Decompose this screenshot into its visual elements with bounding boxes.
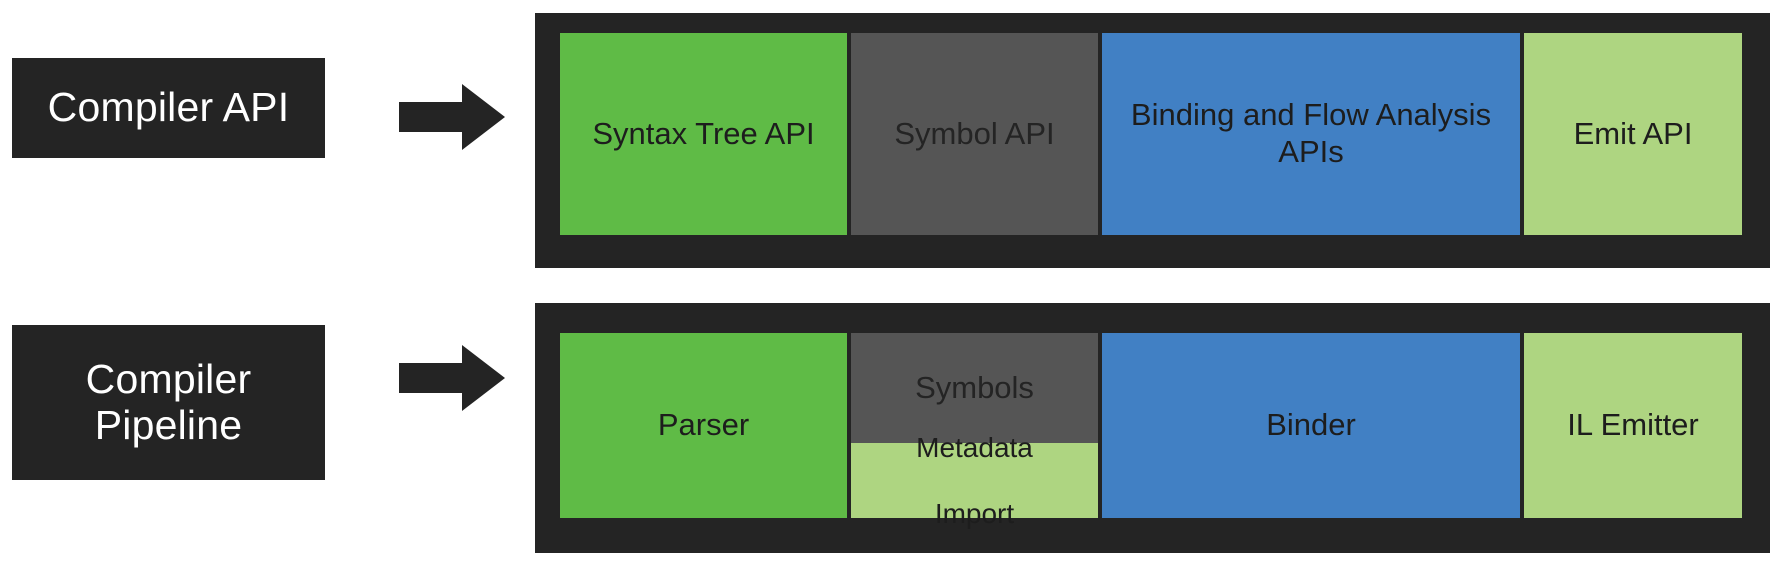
cell-syntax-tree-api[interactable]: Syntax Tree API xyxy=(560,33,847,235)
cell-metadata-import-label: Metadata Import xyxy=(916,431,1033,530)
cell-binding-and-flow-analysis-apis-label: Binding and Flow Analysis APIs xyxy=(1130,97,1492,169)
cell-emit-api[interactable]: Emit API xyxy=(1524,33,1742,235)
cell-parser-label: Parser xyxy=(657,407,750,443)
cell-metadata-import[interactable]: Metadata Import xyxy=(851,432,1098,529)
cell-binder-label: Binder xyxy=(1266,407,1356,443)
compiler-pipeline-label-box: Compiler Pipeline xyxy=(12,325,325,480)
cell-il-emitter[interactable]: IL Emitter xyxy=(1524,333,1742,518)
compiler-api-label-text: Compiler API xyxy=(47,84,290,131)
cell-emit-api-label: Emit API xyxy=(1573,115,1693,151)
cell-metadata-import-line1: Metadata xyxy=(916,431,1033,463)
right-arrow-icon xyxy=(399,84,505,150)
cell-symbol-api-label: Symbol API xyxy=(894,115,1055,151)
cell-syntax-tree-api-label: Syntax Tree API xyxy=(592,115,815,151)
cell-binding-and-flow-analysis-apis[interactable]: Binding and Flow Analysis APIs xyxy=(1102,33,1520,235)
cell-symbols-label: Symbols xyxy=(915,369,1034,405)
cell-binder[interactable]: Binder xyxy=(1102,333,1520,518)
cell-parser[interactable]: Parser xyxy=(560,333,847,518)
cell-symbols[interactable]: Symbols xyxy=(851,333,1098,443)
compiler-pipeline-label-text: Compiler Pipeline xyxy=(76,355,262,449)
compiler-pipeline-label-line1: Compiler xyxy=(85,355,252,402)
compiler-api-label-box: Compiler API xyxy=(12,58,325,158)
compiler-pipeline-label-line2: Pipeline xyxy=(94,401,243,448)
cell-il-emitter-label: IL Emitter xyxy=(1567,407,1699,443)
right-arrow-icon xyxy=(399,345,505,411)
cell-symbol-api[interactable]: Symbol API xyxy=(851,33,1098,235)
cell-metadata-import-line2: Import xyxy=(934,498,1015,530)
